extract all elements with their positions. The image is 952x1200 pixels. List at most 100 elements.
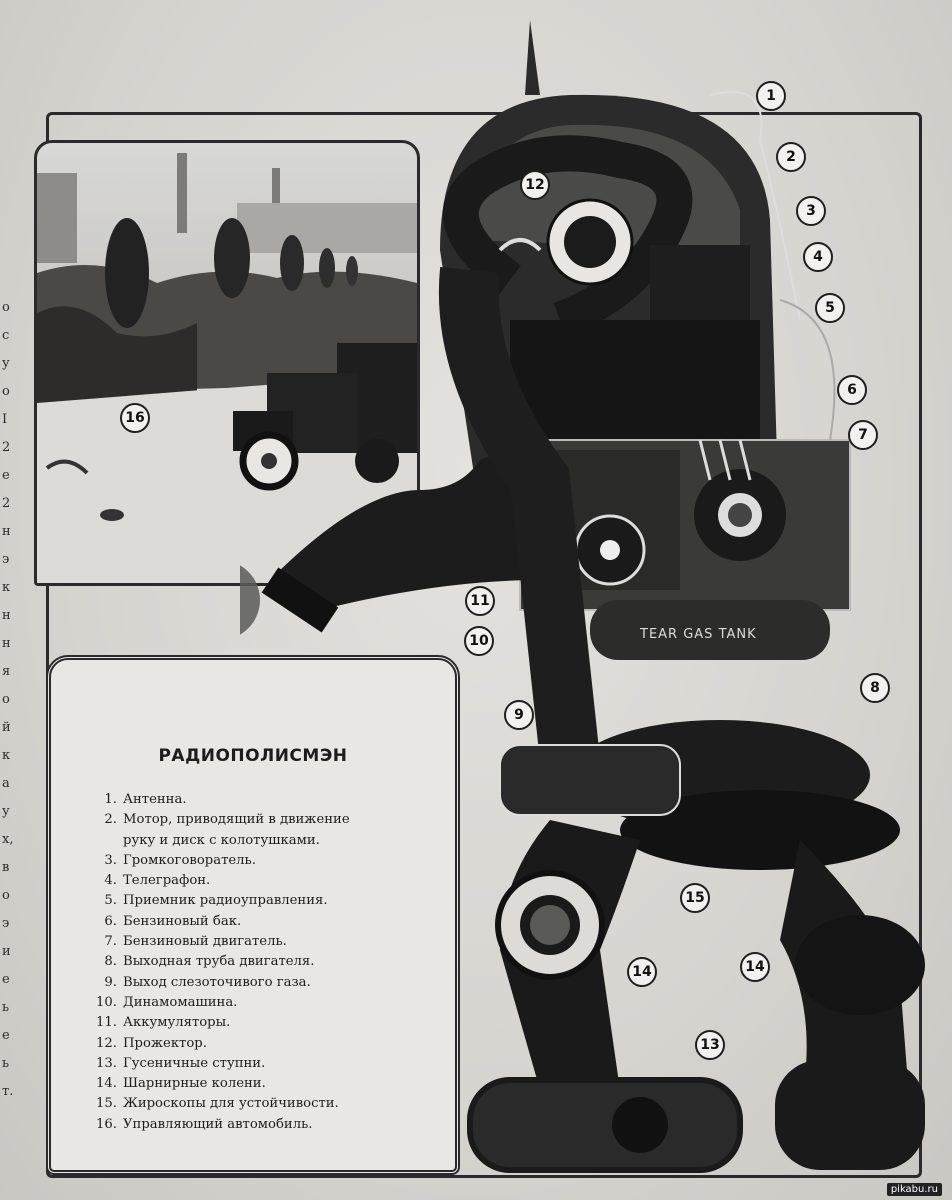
legend-item: 4. Телеграфон.	[95, 871, 455, 891]
callout-engine: 7	[848, 420, 878, 450]
legend-item-text: Мотор, приводящий в движение	[123, 812, 350, 828]
callout-motor: 2	[776, 142, 806, 172]
legend-item-text: Выходная труба двигателя.	[123, 954, 315, 970]
watermark: pikabu.ru	[886, 1183, 942, 1196]
legend-item: 5. Приемник радиоуправления.	[95, 891, 455, 911]
callout-telegraphon: 4	[803, 242, 833, 272]
callout-fuel-tank: 6	[837, 375, 867, 405]
margin-text-fragment: в	[2, 860, 10, 875]
margin-text-fragment: е	[2, 972, 10, 987]
tear-gas-tank-label: TEAR GAS TANK	[639, 627, 757, 642]
margin-text-fragment: I	[2, 412, 8, 427]
margin-text-fragment: а	[2, 776, 10, 791]
legend-title: РАДИОПОЛИСМЭН	[158, 746, 348, 766]
legend-item-text: Гусеничные ступни.	[123, 1055, 266, 1071]
legend-item-number: 6.	[104, 913, 117, 929]
legend-item-text: Выход слезоточивого газа.	[123, 974, 311, 990]
legend-item-number: 9.	[104, 974, 117, 990]
margin-text-fragment: о	[2, 300, 10, 315]
margin-text-fragment: к	[2, 580, 11, 595]
margin-text-fragment: э	[2, 552, 10, 567]
legend-item-continuation: руку и диск с колотушками.	[123, 832, 320, 848]
callout-loudspeaker: 3	[796, 196, 826, 226]
callout-knee-right: 14	[740, 952, 770, 982]
legend-item-number: 5.	[104, 893, 117, 909]
margin-text-fragment: ь	[2, 1056, 10, 1071]
callout-knee-left: 14	[627, 957, 657, 987]
legend-item-text: Бензиновый бак.	[123, 913, 242, 929]
callout-dynamo: 10	[464, 626, 494, 656]
margin-text-fragment: у	[2, 804, 10, 819]
margin-text-fragment: н	[2, 636, 11, 651]
legend-item-text: Управляющий автомобиль.	[123, 1116, 313, 1132]
legend-item-text: Громкоговоратель.	[123, 852, 256, 868]
legend-item: 15. Жироскопы для устойчивости.	[95, 1094, 455, 1114]
margin-text-fragment: я	[2, 664, 11, 679]
margin-text-fragment: к	[2, 748, 11, 763]
margin-text-fragment: е	[2, 1028, 10, 1043]
margin-text-fragment: х,	[2, 832, 14, 847]
legend-item: 9. Выход слезоточивого газа.	[95, 973, 455, 993]
legend-item-number: 16.	[96, 1116, 117, 1132]
callout-exhaust-pipe: 8	[860, 673, 890, 703]
legend-item-text: Бензиновый двигатель.	[123, 934, 287, 950]
callout-tear-gas-outlet: 9	[504, 700, 534, 730]
margin-text-fragment: э	[2, 916, 10, 931]
margin-text-fragment: т.	[2, 1084, 14, 1099]
margin-text-fragment: с	[2, 328, 10, 343]
margin-text-fragment: н	[2, 524, 11, 539]
legend-item-number: 12.	[96, 1035, 117, 1051]
legend-item: 2. Мотор, приводящий в движение	[95, 810, 455, 830]
legend-item-number: 13.	[96, 1055, 117, 1071]
callout-searchlight: 12	[520, 170, 550, 200]
callout-radio-receiver: 5	[815, 293, 845, 323]
legend-item-number: 11.	[96, 1015, 117, 1031]
legend-item: 7. Бензиновый двигатель.	[95, 932, 455, 952]
margin-text-fragment: 2	[2, 496, 11, 511]
margin-text-fragment: 2	[2, 440, 11, 455]
margin-text-fragment: н	[2, 608, 11, 623]
legend-item-text: Аккумуляторы.	[123, 1015, 231, 1031]
legend-item-number: 15.	[96, 1096, 117, 1112]
street-scene-inset	[34, 140, 420, 586]
legend-item: 1. Антенна.	[95, 790, 455, 810]
legend-item-number: 7.	[104, 934, 117, 950]
legend-item-text: Телеграфон.	[123, 873, 211, 889]
legend-item-text: Динамомашина.	[123, 994, 238, 1010]
legend-item: 11. Аккумуляторы.	[95, 1013, 455, 1033]
legend-item-number: 4.	[104, 873, 117, 889]
margin-text-fragment: й	[2, 720, 11, 735]
legend-item: 14. Шарнирные колени.	[95, 1074, 455, 1094]
legend-item: 10. Динамомашина.	[95, 993, 455, 1013]
legend-item: 8. Выходная труба двигателя.	[95, 952, 455, 972]
callout-batteries: 11	[465, 586, 495, 616]
legend-item-number: 14.	[96, 1076, 117, 1092]
legend-item: 3. Громкоговоратель.	[95, 851, 455, 871]
margin-text-fragment: о	[2, 692, 10, 707]
callout-gyroscope-lower: 15	[680, 883, 710, 913]
legend-item-text: Шарнирные колени.	[123, 1076, 266, 1092]
margin-text-fragment: е	[2, 468, 10, 483]
legend-item-text: Антенна.	[123, 792, 187, 807]
legend-item-number: 2.	[104, 812, 117, 828]
margin-text-fragment: ь	[2, 1000, 10, 1015]
legend-item-number: 10.	[96, 994, 117, 1010]
callout-control-car: 16	[120, 403, 150, 433]
legend-list: 1. Антенна. 2. Мотор, приводящий в движение…	[95, 790, 455, 1135]
margin-text-fragment: и	[2, 944, 11, 959]
legend-item: 13. Гусеничные ступни.	[95, 1054, 455, 1074]
callout-antenna: 1	[756, 81, 786, 111]
margin-text-fragment: у	[2, 356, 10, 371]
legend-item-text: Жироскопы для устойчивости.	[123, 1096, 339, 1112]
legend-item-number: 8.	[104, 954, 117, 970]
legend-item-number: 3.	[104, 852, 117, 868]
callout-crawler-feet: 13	[695, 1030, 725, 1060]
legend-item-number: 1.	[104, 792, 117, 807]
legend-item-text: Прожектор.	[123, 1035, 207, 1051]
legend-panel: РАДИОПОЛИСМЭН 1. Антенна. 2. Мотор, приводя…	[46, 655, 460, 1175]
margin-text-fragment: о	[2, 384, 10, 399]
legend-item-text: Приемник радиоуправления.	[123, 893, 328, 909]
legend-item: 16. Управляющий автомобиль.	[95, 1115, 455, 1135]
